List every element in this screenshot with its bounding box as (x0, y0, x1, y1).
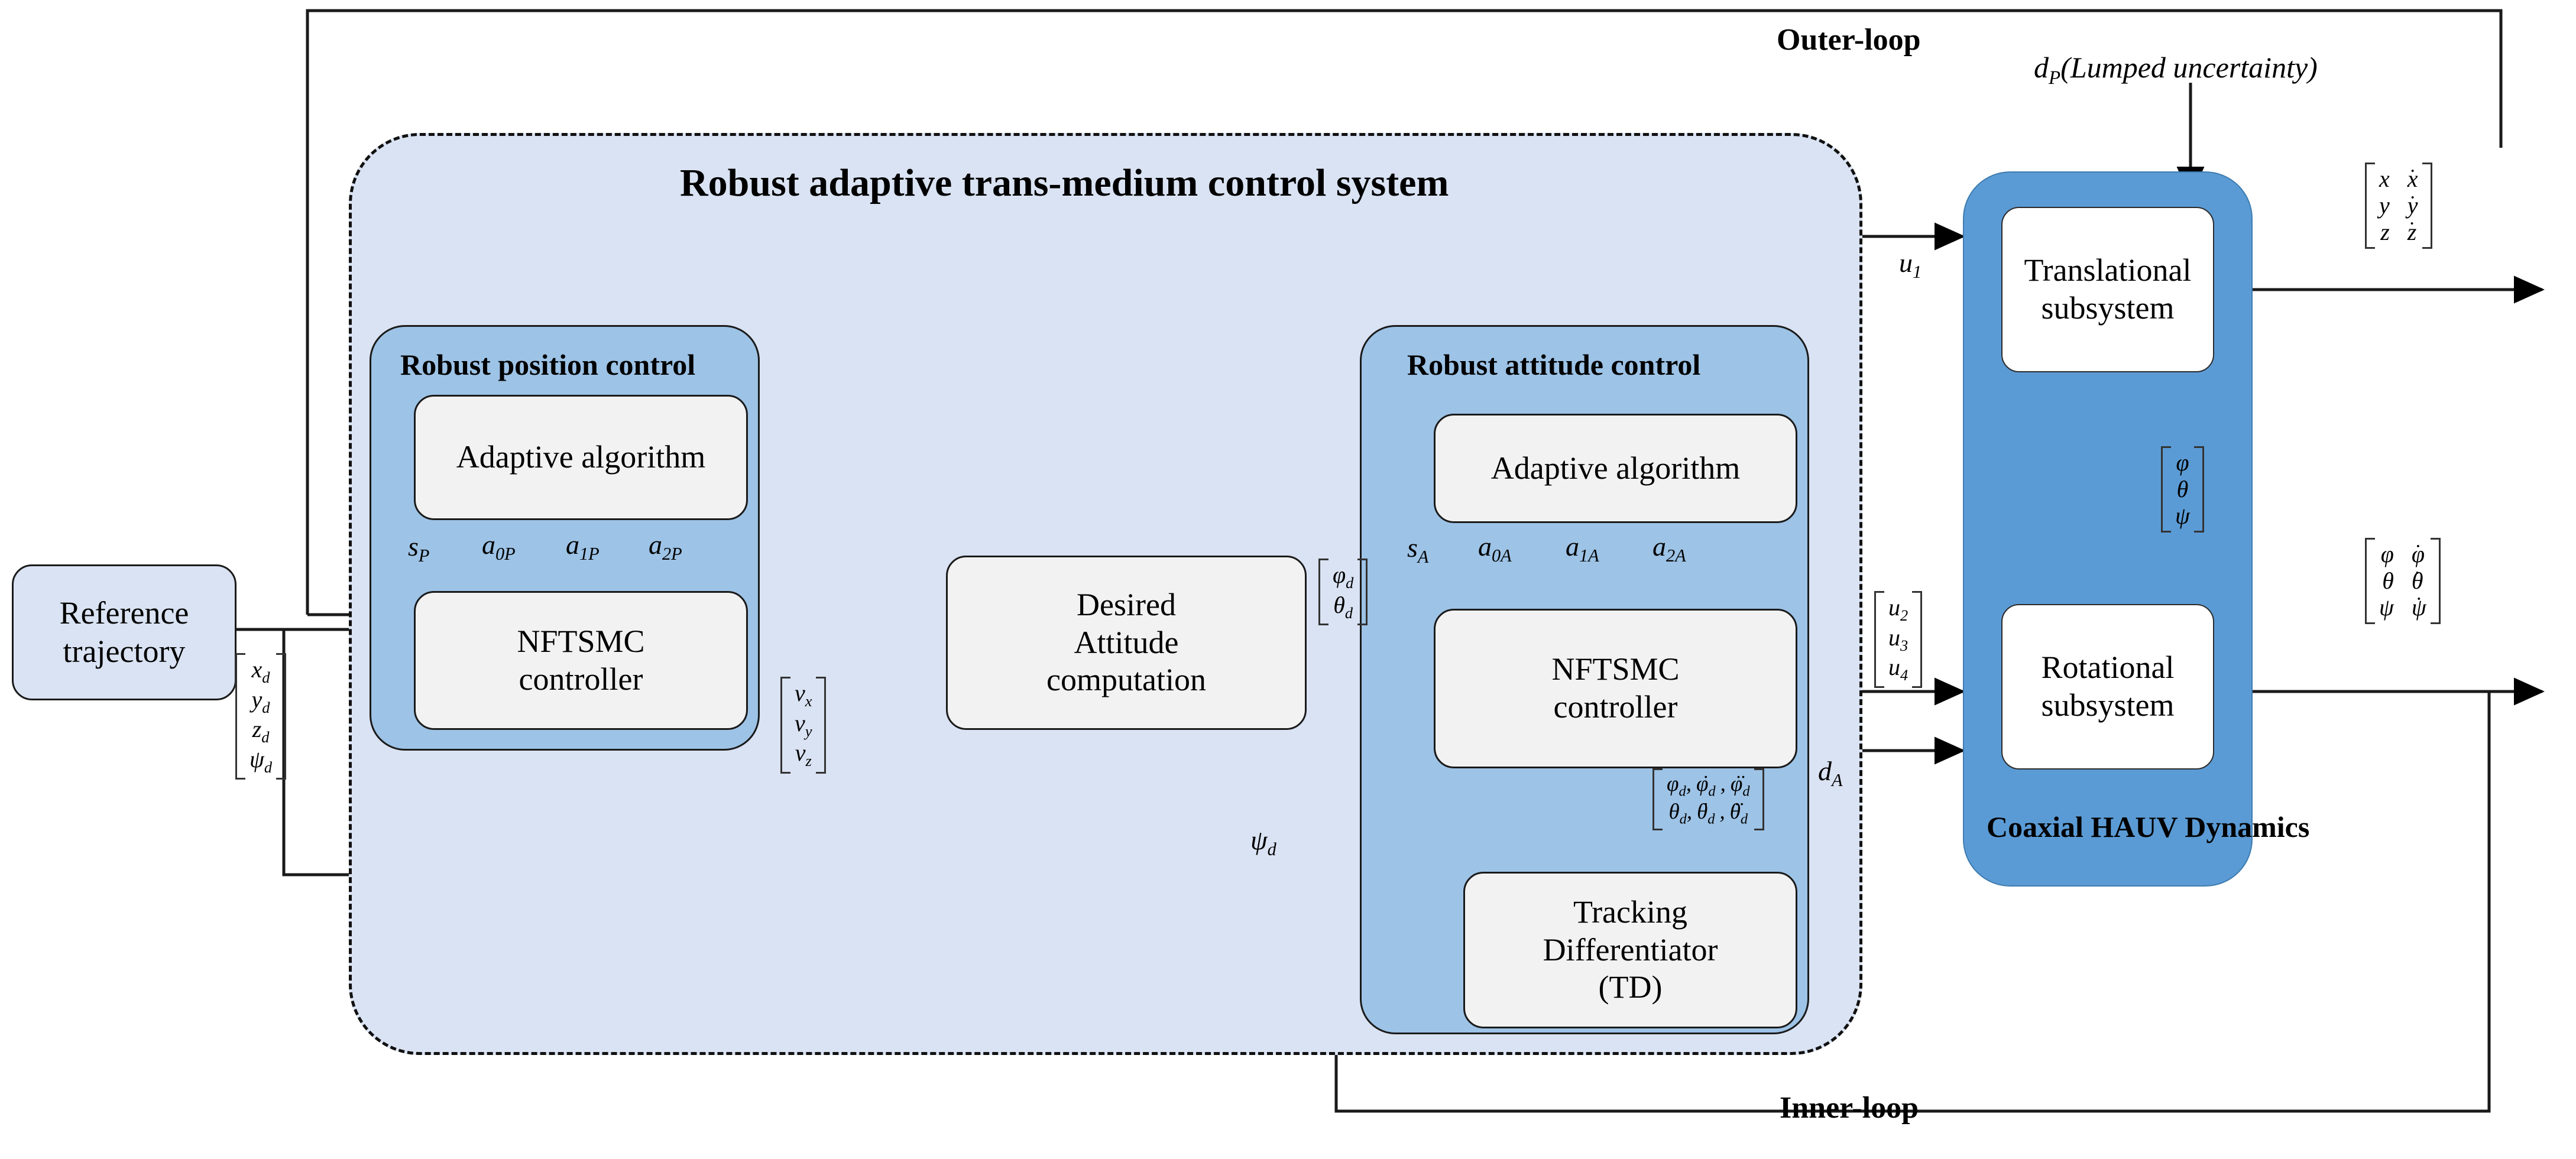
rotational-subsystem-block[interactable]: Rotational subsystem (2001, 604, 2214, 770)
bracket-left (1874, 591, 1884, 688)
td-output-vector: φd,·φd,··φd θd,·θd,··θd (1652, 766, 1764, 831)
reference-trajectory-block[interactable]: Reference trajectory (12, 564, 236, 700)
adaptive-algorithm-position-label: Adaptive algorithm (456, 439, 706, 475)
translational-subsystem-line2: subsystem (2041, 290, 2175, 326)
bracket-right (2422, 163, 2432, 249)
signal-label-a2p: a2P (649, 530, 682, 564)
rotational-subsystem-line1: Rotational (2041, 650, 2175, 686)
bracket-left (235, 653, 245, 780)
nftsmc-attitude-line1: NFTSMC (1551, 651, 1680, 687)
inner-loop-label: Inner-loop (1780, 1091, 1919, 1125)
vector-cells: φ·φ θ·θ ψ·ψ (2379, 535, 2426, 621)
vector-cells: x·x y·y z·z (2379, 160, 2418, 245)
signal-label-s-a: sA (1407, 533, 1429, 567)
vector-cells: φ θ ψ (2175, 449, 2190, 529)
vector-cells: φd θd (1333, 561, 1354, 622)
tracking-differentiator-block[interactable]: Tracking Differentiator (TD) (1463, 872, 1797, 1028)
attitude-output-vector: φ·φ θ·θ ψ·ψ (2365, 535, 2441, 625)
signal-label-u1: u1 (1899, 248, 1922, 283)
vector-cells: xd yd zd ψd (250, 656, 273, 776)
bracket-left (1318, 559, 1328, 626)
disturbance-label-d-p: dP(Lumped uncertainty) (2034, 51, 2318, 89)
nftsmc-attitude-line2: controller (1553, 689, 1678, 725)
virtual-control-vector: vx vy vz (780, 677, 827, 774)
bracket-right (1912, 591, 1923, 688)
signal-label-a1a: a1A (1566, 531, 1599, 566)
signal-label-a2a: a2A (1652, 531, 1686, 566)
vector-cells: u2 u3 u4 (1888, 594, 1908, 684)
adaptive-algorithm-position-block[interactable]: Adaptive algorithm (414, 395, 748, 520)
bracket-right (2193, 446, 2204, 533)
disturbance-label-d-a: dA (1818, 756, 1843, 791)
vector-cells: φd,·φd,··φd θd,·θd,··θd (1667, 766, 1750, 827)
outer-loop-label: Outer-loop (1777, 23, 1921, 57)
signal-label-a0p: a0P (482, 530, 516, 564)
robust-attitude-control-label: Robust attitude control (1407, 348, 1701, 381)
nftsmc-position-block[interactable]: NFTSMC controller (414, 591, 748, 730)
adaptive-algorithm-attitude-label: Adaptive algorithm (1490, 450, 1741, 486)
tracking-differentiator-line1: Tracking (1573, 894, 1687, 930)
bracket-left (1652, 768, 1663, 831)
position-output-vector: x·x y·y z·z (2365, 160, 2432, 249)
robust-position-control-label: Robust position control (400, 348, 696, 381)
nftsmc-position-line2: controller (519, 661, 643, 697)
nftsmc-attitude-block[interactable]: NFTSMC controller (1434, 609, 1797, 768)
page-title: Robust adaptive trans-medium control sys… (680, 161, 1449, 204)
adaptive-algorithm-attitude-block[interactable]: Adaptive algorithm (1434, 414, 1797, 523)
desired-attitude-computation-block[interactable]: Desired Attitude computation (946, 556, 1307, 730)
translational-subsystem-line1: Translational (2024, 252, 2192, 288)
signal-label-s-p: sP (408, 531, 430, 566)
bracket-right (2430, 538, 2441, 625)
signal-label-a1p: a1P (566, 530, 600, 564)
bracket-left (2161, 446, 2171, 533)
rotational-subsystem-line2: subsystem (2041, 687, 2175, 723)
bracket-left (780, 677, 790, 774)
tracking-differentiator-line2: Differentiator (1543, 931, 1718, 968)
bracket-right (1357, 559, 1368, 626)
bracket-right (1754, 768, 1764, 831)
bracket-right (276, 653, 287, 780)
coaxial-hauv-dynamics-label: Coaxial HAUV Dynamics (1987, 810, 2310, 843)
translational-subsystem-block[interactable]: Translational subsystem (2001, 207, 2214, 372)
desired-attitude-vector: φd θd (1318, 559, 1368, 626)
nftsmc-position-line1: NFTSMC (517, 623, 645, 659)
desired-attitude-line2: Attitude (1074, 624, 1179, 660)
reference-trajectory-line1: Reference (59, 595, 189, 631)
reference-trajectory-line2: trajectory (63, 634, 186, 669)
attitude-feedback-vector: φ θ ψ (2161, 446, 2204, 533)
torque-input-vector: u2 u3 u4 (1874, 591, 1923, 688)
tracking-differentiator-line3: (TD) (1598, 969, 1663, 1005)
reference-command-vector: xd yd zd ψd (235, 653, 287, 780)
desired-attitude-line3: computation (1046, 662, 1206, 698)
bracket-left (2365, 163, 2375, 249)
signal-label-a0a: a0A (1478, 531, 1512, 566)
desired-attitude-line1: Desired (1077, 586, 1176, 622)
bracket-left (2365, 538, 2375, 625)
vector-cells: vx vy vz (795, 680, 812, 770)
signal-label-psi-d: ψd (1250, 825, 1276, 860)
bracket-right (816, 677, 827, 774)
